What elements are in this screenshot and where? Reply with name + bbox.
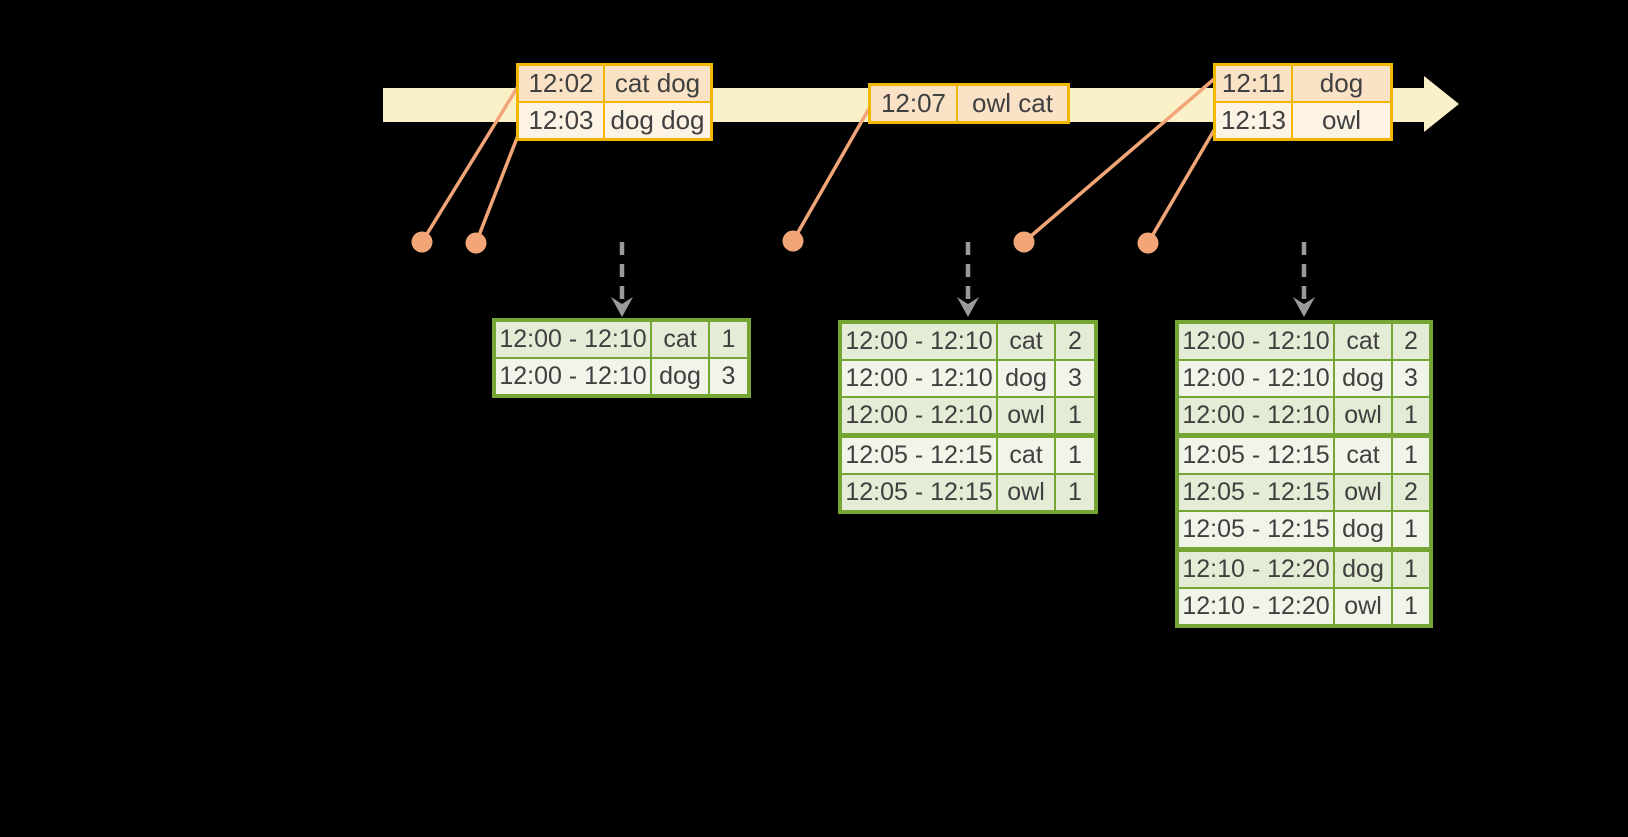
event-time: 12:11 [1216,66,1291,101]
result-window: 12:00 - 12:10 [842,361,996,396]
result-word: cat [1333,438,1391,473]
result-word: owl [1333,475,1391,510]
result-window: 12:05 - 12:15 [842,475,996,510]
result-window: 12:05 - 12:15 [1179,438,1333,473]
result-count: 1 [1391,552,1429,587]
result-count: 1 [1054,438,1094,473]
event-words: dog dog [603,103,710,138]
event-time: 12:13 [1216,103,1291,138]
result-count: 2 [1054,324,1094,359]
trigger-arrowhead-icon [957,297,979,317]
event-words: owl [1291,103,1390,138]
trigger-arrowhead-icon [1293,297,1315,317]
result-word: dog [1333,552,1391,587]
result-window: 12:05 - 12:15 [842,438,996,473]
event-words: dog [1291,66,1390,101]
result-word: owl [1333,398,1391,433]
result-word: dog [650,359,708,394]
event-dot [782,230,804,252]
result-word: dog [1333,512,1391,547]
event-words: cat dog [603,66,710,101]
result-window: 12:10 - 12:20 [1179,552,1333,587]
event-time: 12:03 [519,103,603,138]
result-count: 3 [1054,361,1094,396]
result-window: 12:05 - 12:15 [1179,512,1333,547]
result-count: 1 [1391,512,1429,547]
result-count: 1 [708,322,747,357]
result-word: dog [1333,361,1391,396]
result-window: 12:00 - 12:10 [496,359,650,394]
trigger-arrowhead-icon [611,297,633,317]
result-window: 12:05 - 12:15 [1179,475,1333,510]
result-count: 3 [1391,361,1429,396]
event-dots [411,230,1159,254]
result-word: cat [996,438,1054,473]
result-window: 12:00 - 12:10 [1179,398,1333,433]
event-dot [1013,231,1035,253]
result-word: cat [650,322,708,357]
result-count: 1 [1054,475,1094,510]
event-dot [1137,232,1159,254]
timeline-arrowhead-icon [1424,76,1459,132]
result-word: cat [1333,324,1391,359]
result-window: 12:00 - 12:10 [842,398,996,433]
result-count: 2 [1391,475,1429,510]
event-dot [465,232,487,254]
result-count: 1 [1391,589,1429,624]
result-word: owl [1333,589,1391,624]
result-window: 12:00 - 12:10 [1179,324,1333,359]
event-connector-line [791,99,876,242]
result-count: 1 [1054,398,1094,433]
result-word: owl [996,398,1054,433]
event-words: owl cat [956,86,1067,121]
result-window: 12:10 - 12:20 [1179,589,1333,624]
trigger-arrows [611,242,1315,317]
result-word: dog [996,361,1054,396]
result-word: owl [996,475,1054,510]
event-connector-line [1146,119,1222,244]
result-count: 1 [1391,398,1429,433]
event-connector-line [1022,72,1222,244]
event-connector-line [420,79,524,243]
result-count: 1 [1391,438,1429,473]
result-window: 12:00 - 12:10 [1179,361,1333,396]
result-word: cat [996,324,1054,359]
event-dot [411,231,433,253]
event-time: 12:02 [519,66,603,101]
result-count: 2 [1391,324,1429,359]
result-window: 12:00 - 12:10 [842,324,996,359]
result-window: 12:00 - 12:10 [496,322,650,357]
result-count: 3 [708,359,747,394]
event-time: 12:07 [871,86,956,121]
